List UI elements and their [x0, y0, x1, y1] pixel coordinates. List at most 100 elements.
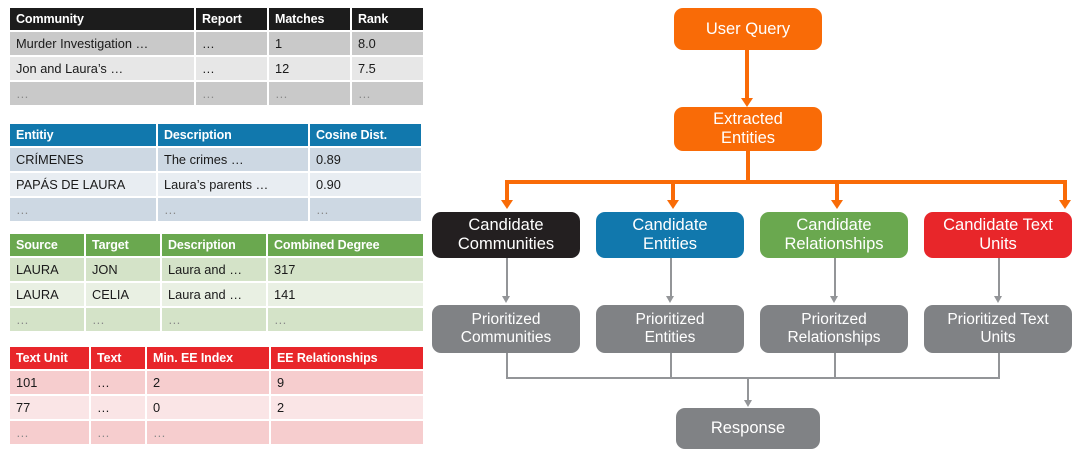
cell-report: …: [196, 32, 267, 55]
column-header-source: Source: [10, 234, 84, 256]
arrowhead-candidate-text-units: [1059, 200, 1071, 209]
column-header-combined-degree: Combined Degree: [268, 234, 423, 256]
cell-matches: 12: [269, 57, 350, 80]
arrowhead-prioritized-relationships: [830, 296, 838, 303]
node-response[interactable]: Response: [676, 408, 820, 449]
entity-table: Entitiy Description Cosine Dist. CRÍMENE…: [8, 122, 423, 223]
connector-drop-candidate-entities: [671, 180, 675, 203]
node-prioritized-relationships-label-line1: Prioritzed: [801, 311, 867, 328]
node-prioritized-communities[interactable]: Prioritized Communities: [432, 305, 580, 353]
node-candidate-entities-label-line2: Entities: [642, 235, 698, 253]
cell-text-unit: 101: [10, 371, 89, 394]
cell-combined-degree: 141: [268, 283, 423, 306]
text-unit-table: Text Unit Text Min. EE Index EE Relation…: [8, 345, 425, 446]
table-row: 77 … 0 2: [10, 396, 423, 419]
cell-report: …: [196, 82, 267, 105]
table-row-ellipsis: … … …: [10, 421, 423, 444]
cell-description: Laura’s parents …: [158, 173, 308, 196]
node-candidate-communities[interactable]: Candidate Communities: [432, 212, 580, 258]
column-header-cosine-dist: Cosine Dist.: [310, 124, 421, 146]
table-row-ellipsis: … … …: [10, 198, 421, 221]
node-user-query-label: User Query: [705, 19, 791, 38]
cell-text: …: [91, 421, 145, 444]
column-header-description: Description: [158, 124, 308, 146]
column-header-description: Description: [162, 234, 266, 256]
node-prioritized-communities-label-line2: Communities: [460, 329, 552, 346]
table-header-row: Entitiy Description Cosine Dist.: [10, 124, 421, 146]
table-row-ellipsis: … … … …: [10, 82, 423, 105]
column-header-report: Report: [196, 8, 267, 30]
cell-entity: PAPÁS DE LAURA: [10, 173, 156, 196]
node-candidate-text-units[interactable]: Candidate Text Units: [924, 212, 1072, 258]
cell-description: The crimes …: [158, 148, 308, 171]
connector-drop-candidate-communities: [505, 180, 509, 203]
connector-text-units-to-prioritized: [997, 258, 1000, 299]
table-row: PAPÁS DE LAURA Laura’s parents … 0.90: [10, 173, 421, 196]
node-extracted-entities-label-line2: Entities: [720, 129, 776, 147]
cell-source: LAURA: [10, 258, 84, 281]
table-row: Jon and Laura’s … … 12 7.5: [10, 57, 423, 80]
arrowhead-prioritized-communities: [502, 296, 510, 303]
arrowhead-candidate-relationships: [831, 200, 843, 209]
cell-min-ee-index: 0: [147, 396, 269, 419]
cell-ee-relationships: 2: [271, 396, 423, 419]
connector-drop-candidate-text-units: [1063, 180, 1067, 203]
connector-entities-stem: [746, 151, 750, 182]
table-header-row: Text Unit Text Min. EE Index EE Relation…: [10, 347, 423, 369]
column-header-ee-relationships: EE Relationships: [271, 347, 423, 369]
connector-merge-bus: [505, 377, 999, 379]
connector-relationships-to-prioritized: [833, 258, 836, 299]
cell-source: LAURA: [10, 283, 84, 306]
node-prioritized-text-units-label-line2: Units: [980, 329, 1016, 346]
cell-ee-relationships: [271, 421, 423, 444]
cell-community: Jon and Laura’s …: [10, 57, 194, 80]
column-header-entity: Entitiy: [10, 124, 156, 146]
column-header-text-unit: Text Unit: [10, 347, 89, 369]
node-candidate-communities-label-line1: Candidate: [468, 216, 544, 234]
node-extracted-entities[interactable]: Extracted Entities: [674, 107, 822, 151]
connector-entities-to-prioritized: [669, 258, 672, 299]
cell-text-unit: …: [10, 421, 89, 444]
cell-entity: CRÍMENES: [10, 148, 156, 171]
cell-matches: 1: [269, 32, 350, 55]
cell-target: JON: [86, 258, 160, 281]
node-prioritized-relationships[interactable]: Prioritzed Relationships: [760, 305, 908, 353]
pipeline-flowchart: User Query Extracted Entities Candidate …: [420, 0, 1080, 457]
table-row-ellipsis: … … … …: [10, 308, 423, 331]
arrowhead-query-to-entities: [741, 98, 753, 107]
node-prioritized-entities-label-line2: Entities: [644, 329, 696, 346]
node-candidate-text-units-label-line1: Candidate Text: [943, 216, 1053, 234]
table-row: 101 … 2 9: [10, 371, 423, 394]
connector-fanout-bus: [505, 180, 1067, 184]
column-header-target: Target: [86, 234, 160, 256]
table-row: LAURA CELIA Laura and … 141: [10, 283, 423, 306]
connector-query-to-entities: [745, 50, 749, 102]
arrowhead-prioritized-text-units: [994, 296, 1002, 303]
cell-rank: 7.5: [352, 57, 423, 80]
cell-report: …: [196, 57, 267, 80]
cell-source: …: [10, 308, 84, 331]
node-candidate-entities[interactable]: Candidate Entities: [596, 212, 744, 258]
node-user-query[interactable]: User Query: [674, 8, 822, 50]
node-prioritized-text-units[interactable]: Prioritized Text Units: [924, 305, 1072, 353]
cell-rank: …: [352, 82, 423, 105]
node-candidate-text-units-label-line2: Units: [979, 235, 1017, 253]
cell-cosine-dist: 0.89: [310, 148, 421, 171]
node-candidate-communities-label-line2: Communities: [457, 235, 555, 253]
node-candidate-relationships-label-line2: Relationships: [784, 235, 884, 253]
tables-panel: Community Report Matches Rank Murder Inv…: [0, 0, 423, 457]
node-prioritized-entities[interactable]: Prioritized Entities: [596, 305, 744, 353]
cell-text: …: [91, 371, 145, 394]
node-prioritized-communities-label-line1: Prioritized: [471, 311, 541, 328]
table-header-row: Community Report Matches Rank: [10, 8, 423, 30]
arrowhead-prioritized-entities: [666, 296, 674, 303]
node-candidate-entities-label-line1: Candidate: [632, 216, 708, 234]
cell-matches: …: [269, 82, 350, 105]
arrowhead-candidate-communities: [501, 200, 513, 209]
connector-prioritized-text-units-down: [997, 353, 1000, 379]
table-row: CRÍMENES The crimes … 0.89: [10, 148, 421, 171]
node-candidate-relationships[interactable]: Candidate Relationships: [760, 212, 908, 258]
column-header-community: Community: [10, 8, 194, 30]
arrowhead-response: [743, 400, 752, 407]
